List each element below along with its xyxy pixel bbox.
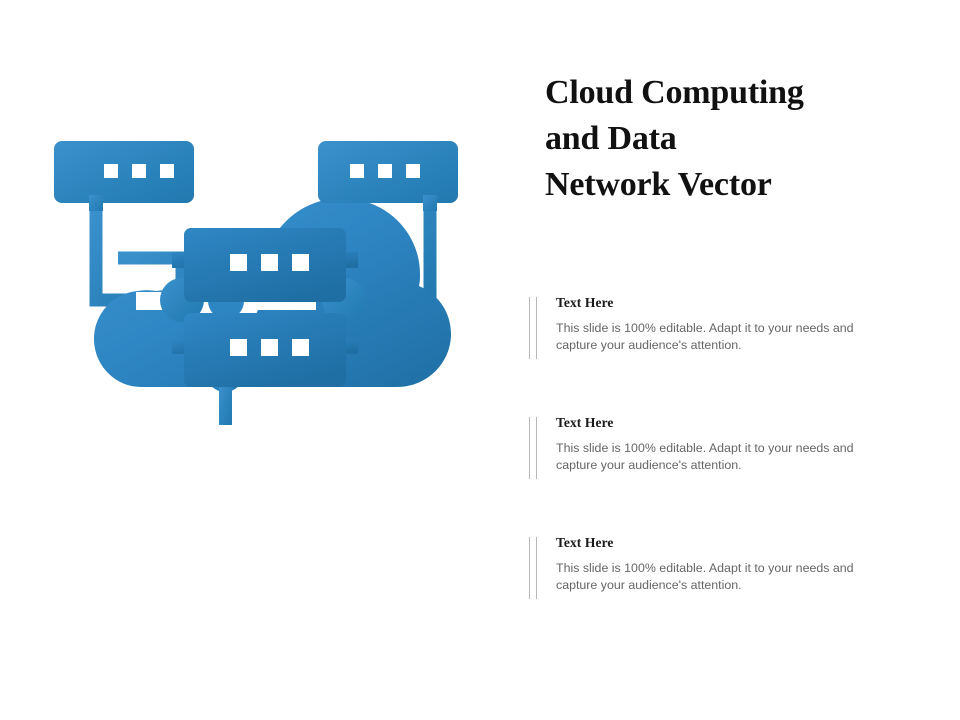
text-block-1-body: This slide is 100% editable. Adapt it to… [556,321,854,352]
node-to-server-stem [219,383,232,425]
accent-rule-icon [528,537,542,599]
center-server-unit [172,228,358,387]
text-block-2: Text Here This slide is 100% editable. A… [528,415,928,479]
accent-rule-icon [528,297,542,359]
text-block-1: Text Here This slide is 100% editable. A… [528,295,928,359]
center-server-indicator-lights [230,254,309,356]
left-server-box [54,141,194,211]
cloud-network-graphic [30,140,500,580]
text-block-1-heading: Text Here [556,295,614,310]
content-panel: Cloud Computing and Data Network Vector … [528,70,928,660]
text-block-list: Text Here This slide is 100% editable. A… [528,295,928,599]
text-block-3-heading: Text Here [556,535,614,550]
cloud-network-svg [54,141,458,425]
page-title: Cloud Computing and Data Network Vector [528,70,915,209]
right-server-indicator-lights [350,164,420,178]
page-title-line-1: Cloud Computing [545,74,804,111]
text-block-2-body: This slide is 100% editable. Adapt it to… [556,441,854,472]
text-block-3: Text Here This slide is 100% editable. A… [528,535,928,599]
page-title-line-3: Network Vector [545,166,772,204]
page-title-line-2: and Data [545,120,677,158]
left-server-indicator-lights [104,164,174,178]
accent-rule-icon [528,417,542,479]
right-server-box [318,141,458,211]
text-block-2-heading: Text Here [556,415,614,430]
text-block-3-body: This slide is 100% editable. Adapt it to… [556,561,854,592]
